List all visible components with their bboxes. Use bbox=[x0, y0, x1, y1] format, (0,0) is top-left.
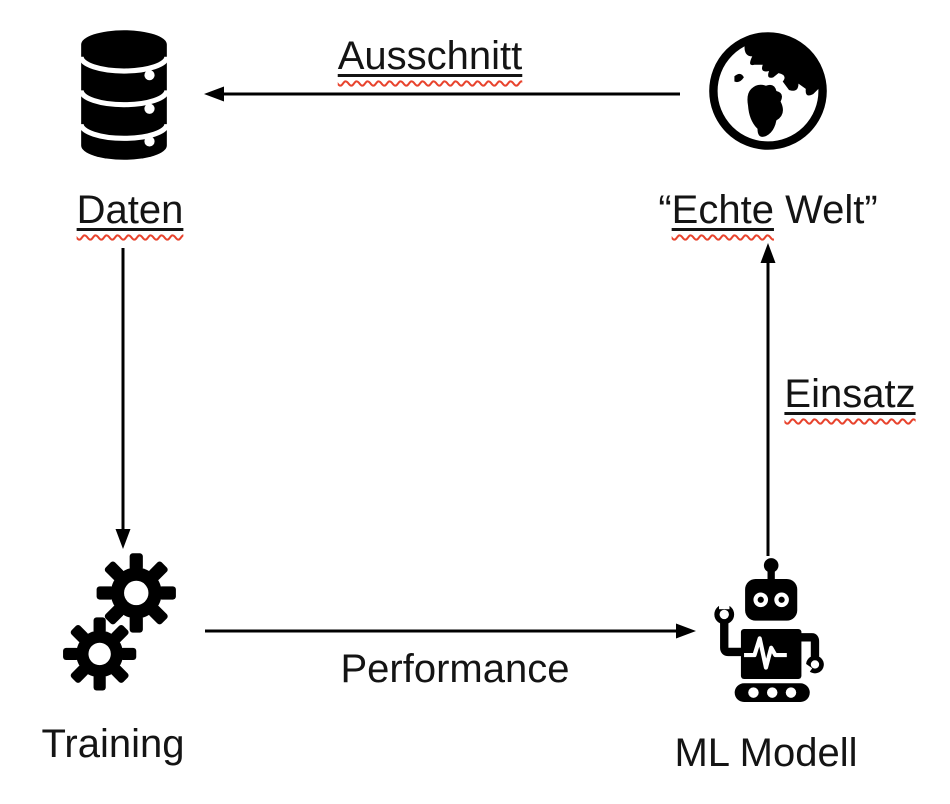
label-rest: Welt” bbox=[773, 188, 878, 232]
arrow-performance bbox=[205, 623, 696, 639]
arrow-ausschnitt bbox=[204, 86, 680, 102]
arrow-einsatz bbox=[760, 243, 776, 556]
open-quote: “ bbox=[658, 188, 672, 232]
underlined-text: Echte bbox=[672, 188, 774, 232]
spellcheck-squiggle-text: Ausschnitt bbox=[337, 34, 523, 78]
underlined-text: Ausschnitt bbox=[338, 34, 523, 78]
edge-label-ausschnitt: Ausschnitt bbox=[330, 32, 530, 80]
node-label-echte-welt: “Echte Welt” bbox=[640, 186, 896, 234]
robot-icon bbox=[714, 558, 824, 702]
underlined-text: Einsatz bbox=[784, 372, 915, 416]
database-icon bbox=[78, 30, 170, 160]
arrow-daten-to-training bbox=[115, 248, 131, 549]
node-label-training: Training bbox=[41, 722, 185, 766]
globe-icon bbox=[709, 32, 827, 150]
node-label-ml-modell: ML Modell bbox=[674, 731, 858, 775]
spellcheck-squiggle-text: Einsatz bbox=[784, 372, 916, 416]
gears-icon bbox=[63, 553, 176, 691]
edge-label-einsatz: Einsatz bbox=[783, 370, 917, 418]
edge-label-performance: Performance bbox=[340, 647, 570, 691]
node-label-daten: Daten bbox=[30, 186, 230, 234]
spellcheck-squiggle-text: Echte bbox=[671, 188, 774, 232]
spellcheck-squiggle-text: Daten bbox=[76, 188, 184, 232]
underlined-text: Daten bbox=[77, 188, 184, 232]
